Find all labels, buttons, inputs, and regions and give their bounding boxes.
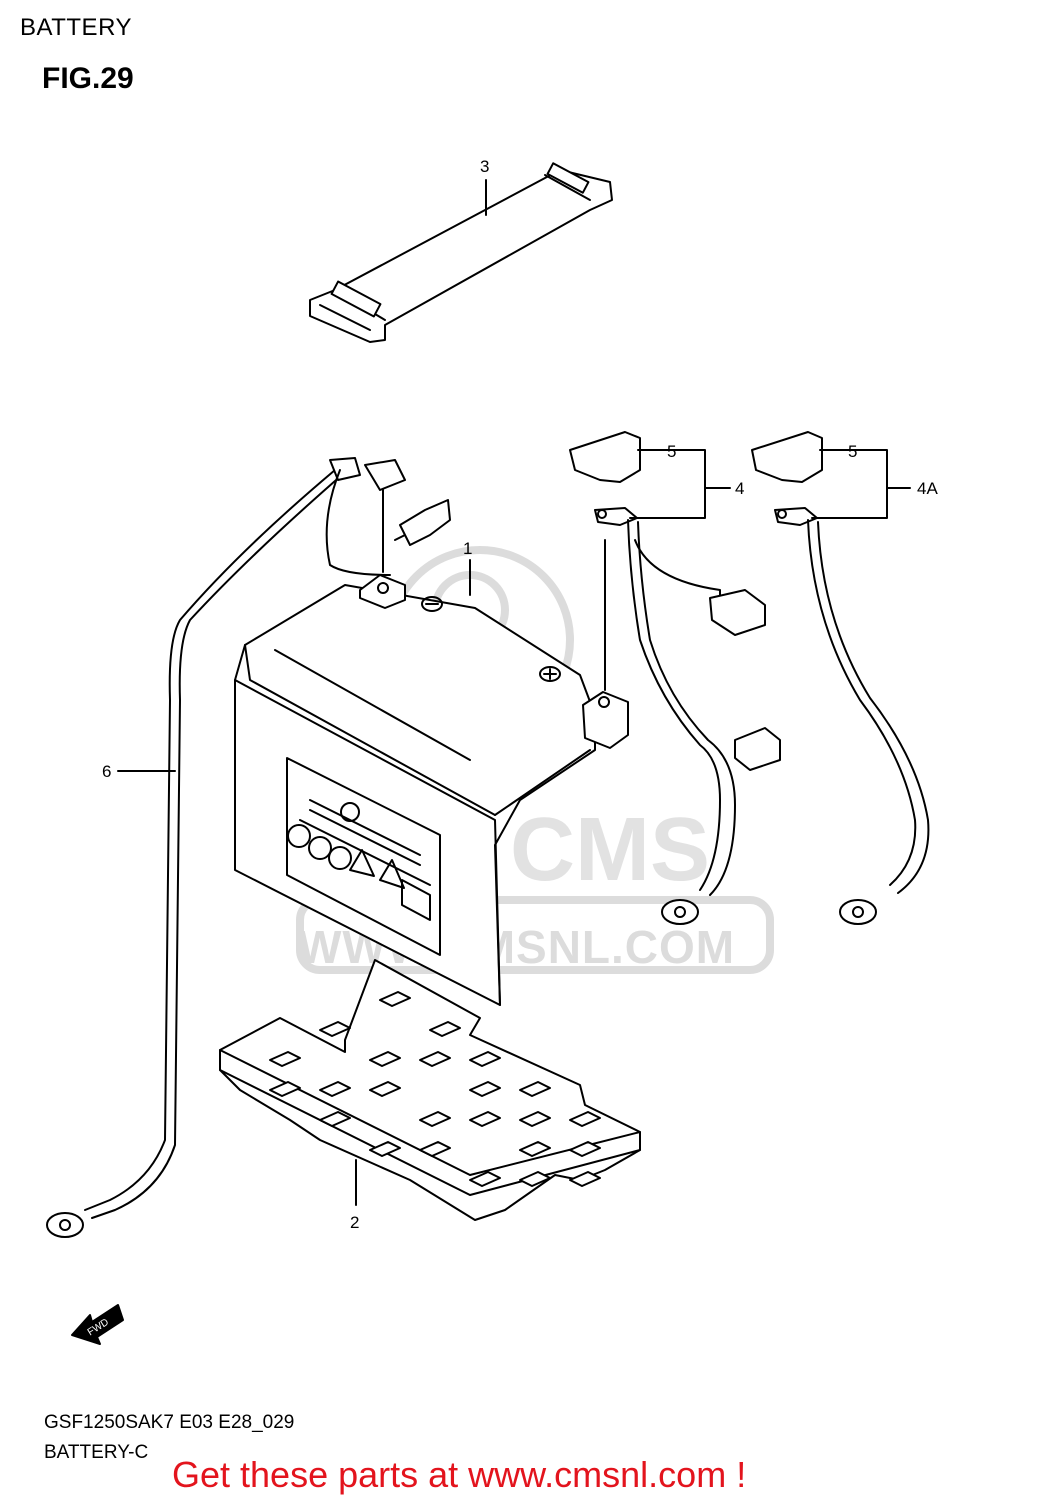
page-title: BATTERY (20, 14, 132, 41)
tray-slot (369, 1081, 401, 1097)
callout-cap-plus: 5 (667, 442, 676, 461)
tray-slot (419, 1051, 451, 1067)
tray-slot (469, 1111, 501, 1127)
tray-slot (569, 1171, 601, 1187)
tray-slot (319, 1081, 351, 1097)
callout-tray: 2 (350, 1213, 359, 1232)
ground-cable (46, 457, 451, 1238)
callout-band: 3 (480, 157, 489, 176)
tray-slot (569, 1111, 601, 1127)
forward-arrow-icon (71, 1304, 124, 1345)
leader-lines (117, 179, 911, 1206)
battery-band (309, 162, 613, 343)
tray-slot (319, 1021, 351, 1037)
tray-slots (269, 991, 601, 1187)
tray-slot (269, 1051, 301, 1067)
tray-slot (429, 1021, 461, 1037)
model-code: GSF1250SAK7 E03 E28_029 (44, 1412, 295, 1433)
tray-slot (319, 1111, 351, 1127)
tray-slot (569, 1141, 601, 1157)
tray-slot (469, 1171, 501, 1187)
callout-cable-minus: 4A (917, 479, 938, 498)
tray-slot (519, 1141, 551, 1157)
watermark-brand: CMS (510, 800, 710, 900)
callout-ground-cable: 6 (102, 762, 111, 781)
tray-slot (519, 1171, 551, 1187)
tray-slot (469, 1051, 501, 1067)
tray-slot (369, 1051, 401, 1067)
tray-slot (519, 1111, 551, 1127)
positive-cable (569, 431, 781, 925)
promo-link[interactable]: Get these parts at www.cmsnl.com ! (172, 1454, 747, 1495)
callout-cable-plus: 4 (735, 479, 744, 498)
battery (234, 574, 629, 1006)
figure-number: FIG.29 (42, 62, 134, 95)
tray-slot (469, 1081, 501, 1097)
tray-slot (419, 1111, 451, 1127)
tray-slot (369, 1141, 401, 1157)
section-code: BATTERY-C (44, 1442, 149, 1463)
callout-cap-minus: 5 (848, 442, 857, 461)
tray-slot (419, 1141, 451, 1157)
tray-slot (519, 1081, 551, 1097)
tray-slot (269, 1081, 301, 1097)
tray-slot (379, 991, 411, 1007)
negative-cable (751, 431, 930, 925)
callout-battery: 1 (463, 539, 472, 558)
